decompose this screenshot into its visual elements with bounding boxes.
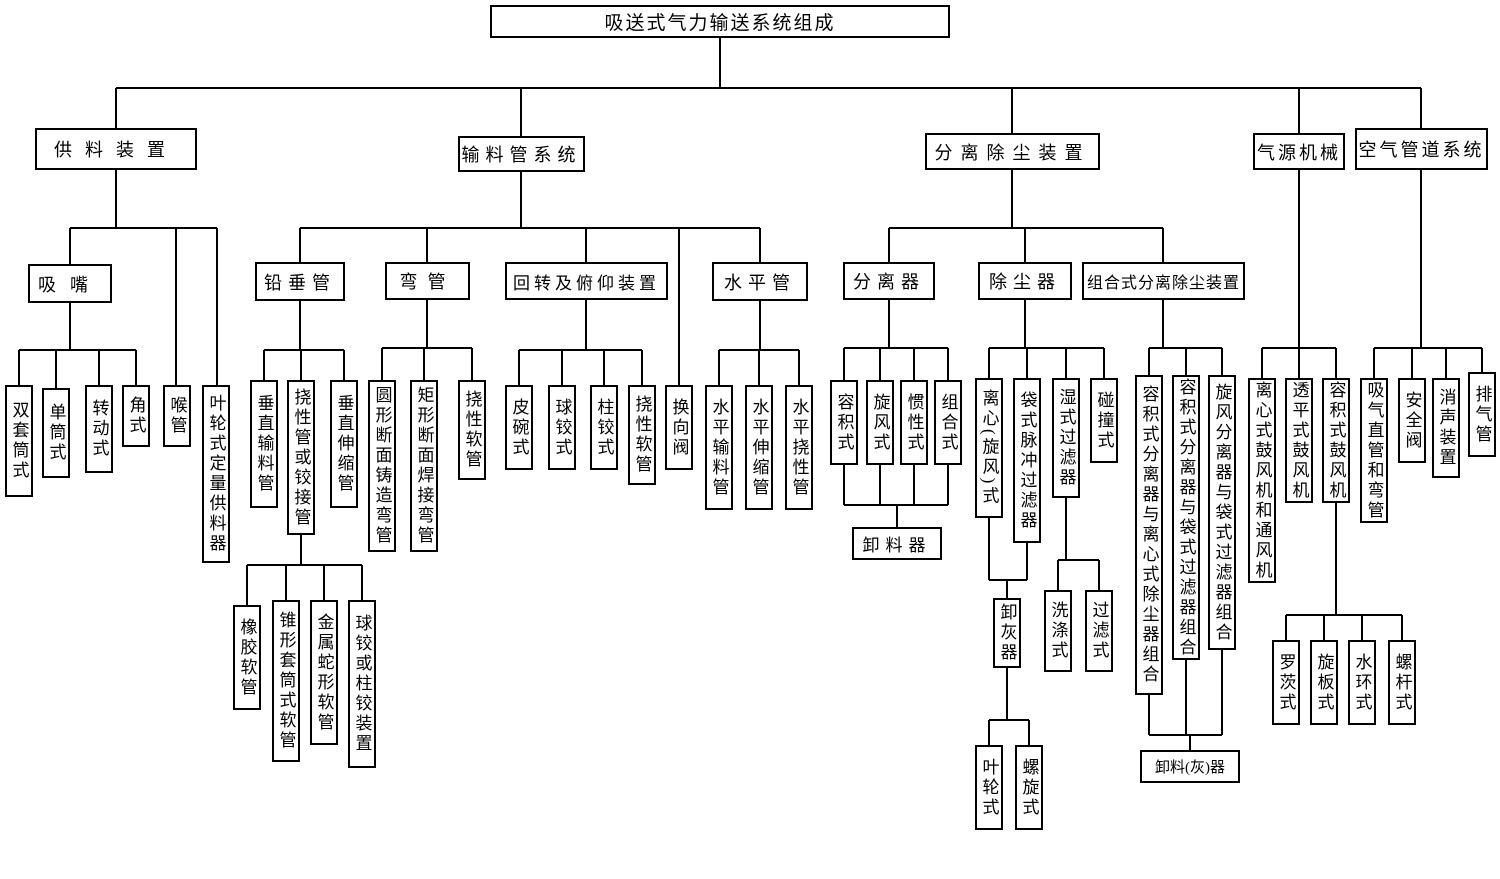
node-horizontal-telescopic-pipe: 水平伸缩管 <box>745 385 773 510</box>
node-dust-collector: 除尘器 <box>978 262 1072 300</box>
node-screw-blower-type: 螺杆式 <box>1388 640 1416 725</box>
node-horizontal-pipe: 水平管 <box>712 262 808 301</box>
node-turbo-blower: 透平式鼓风机 <box>1285 378 1313 503</box>
node-double-sleeve-type: 双套筒式 <box>5 385 33 497</box>
node-ball-hinge-type: 球铰式 <box>548 385 576 470</box>
node-horizontal-conveying-pipe: 水平输料管 <box>705 385 733 510</box>
node-metal-serpentine-hose: 金属蛇形软管 <box>310 600 338 745</box>
node-combo-volumetric-centrifugal: 容积式分离器与离心式除尘器组合 <box>1135 375 1163 695</box>
connectors-separation-top <box>888 170 1164 262</box>
node-vertical-conveying-pipe: 垂直输料管 <box>250 380 278 508</box>
node-exhaust-pipe: 排气管 <box>1468 372 1496 457</box>
node-single-tube-type: 单筒式 <box>42 388 70 478</box>
node-angle-type: 角式 <box>122 385 150 447</box>
node-vertical-pipe: 铅垂管 <box>255 262 345 301</box>
node-separation-dedusting-device: 分离除尘装置 <box>925 133 1100 170</box>
connectors-dust-collector <box>988 300 1105 745</box>
node-filtering-type: 过滤式 <box>1085 590 1113 672</box>
node-root-title: 吸送式气力输送系统组成 <box>490 5 950 38</box>
connectors-separator <box>843 300 949 527</box>
node-rotary-pitch-device: 回转及俯仰装置 <box>505 262 668 300</box>
node-flexible-hose-bend: 挠性软管 <box>458 380 486 480</box>
node-ball-or-pin-hinge-device: 球铰或柱铰装置 <box>348 600 376 768</box>
connectors-root <box>115 38 1422 136</box>
node-suction-nozzle: 吸嘴 <box>28 264 112 303</box>
node-roots-type: 罗茨式 <box>1272 640 1300 725</box>
node-impact-type: 碰撞式 <box>1090 378 1118 463</box>
node-reversing-valve: 换向阀 <box>665 385 693 470</box>
node-leather-cup-type: 皮碗式 <box>505 385 533 470</box>
node-rubber-hose: 橡胶软管 <box>233 605 261 710</box>
node-combo-volumetric-bag: 容积式分离器与袋式过滤器组合 <box>1172 375 1200 660</box>
node-combined-type: 组合式 <box>934 380 962 465</box>
node-water-ring-type: 水环式 <box>1348 640 1376 725</box>
node-flexible-hose-rotary: 挠性软管 <box>628 385 656 485</box>
node-ash-discharger: 卸灰器 <box>993 598 1021 668</box>
node-rotary-vane-type: 旋板式 <box>1310 640 1338 725</box>
node-combo-cyclone-bag: 旋风分离器与袋式过滤器组合 <box>1208 375 1236 650</box>
connectors-rotary <box>518 300 643 385</box>
node-feeding-device: 供料装置 <box>35 128 197 170</box>
node-throat-pipe: 喉管 <box>163 385 191 447</box>
node-vertical-telescopic-pipe: 垂直伸缩管 <box>330 380 358 508</box>
node-conveying-pipe-system: 输料管系统 <box>458 136 585 172</box>
node-volumetric-type: 容积式 <box>830 380 858 465</box>
node-flexible-or-hinged-pipe: 挠性管或铰接管 <box>287 380 315 535</box>
node-impeller-type: 叶轮式 <box>975 745 1003 830</box>
connectors-horizontal-pipe <box>718 301 800 385</box>
connectors-bend-pipe <box>381 300 473 380</box>
node-impeller-feeder: 叶轮式定量供料器 <box>202 385 230 563</box>
node-suction-straight-bend-pipe: 吸气直管和弯管 <box>1360 378 1388 523</box>
node-air-source-machinery: 气源机械 <box>1253 133 1345 170</box>
node-bend-pipe: 弯管 <box>385 262 470 300</box>
node-wet-filter: 湿式过滤器 <box>1052 378 1080 498</box>
connectors-air-duct <box>1373 170 1483 378</box>
node-screw-type: 螺旋式 <box>1015 745 1043 830</box>
node-material-ash-discharger: 卸料(灰)器 <box>1140 750 1240 783</box>
node-inertial-type: 惯性式 <box>900 380 928 465</box>
node-silencer: 消声装置 <box>1432 378 1460 478</box>
node-pin-hinge-type: 柱铰式 <box>590 385 618 470</box>
node-conical-sleeve-hose: 锥形套筒式软管 <box>272 600 300 762</box>
node-round-section-cast-bend: 圆形断面铸造弯管 <box>368 380 396 552</box>
node-cyclone-type: 旋风式 <box>866 380 894 465</box>
node-rotating-type: 转动式 <box>85 385 113 473</box>
node-positive-displacement-blower: 容积式鼓风机 <box>1322 378 1350 503</box>
node-separator: 分离器 <box>843 262 935 300</box>
node-bag-pulse-filter: 袋式脉冲过滤器 <box>1013 378 1041 543</box>
node-air-duct-system: 空气管道系统 <box>1355 128 1488 170</box>
node-combined-separation-device: 组合式分离除尘装置 <box>1082 262 1245 300</box>
node-horizontal-flexible-pipe: 水平挠性管 <box>785 385 813 510</box>
node-rect-section-welded-bend: 矩形断面焊接弯管 <box>410 380 438 552</box>
node-centrifugal-cyclone-type: 离心(旋风)式 <box>975 378 1003 518</box>
node-washing-type: 洗涤式 <box>1044 590 1072 672</box>
node-safety-valve: 安全阀 <box>1398 378 1426 463</box>
node-discharger: 卸料器 <box>852 527 942 560</box>
node-centrifugal-blower-fan: 离心式鼓风机和通风机 <box>1248 378 1276 583</box>
